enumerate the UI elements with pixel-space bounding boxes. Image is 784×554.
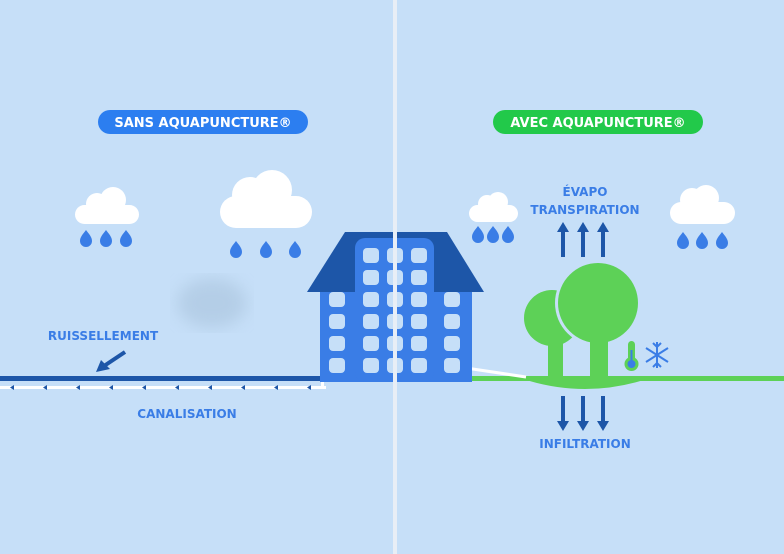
flow-arrow-icon (43, 385, 47, 390)
cloud-icon (469, 192, 518, 222)
divider (393, 0, 397, 554)
window (329, 314, 345, 329)
snowflake-icon (645, 342, 669, 368)
window (329, 292, 345, 307)
cloud-icon (670, 185, 735, 224)
flow-arrow-icon (142, 385, 146, 390)
window (444, 314, 460, 329)
infiltration-label: INFILTRATION (539, 437, 631, 451)
window (444, 358, 460, 373)
flow-arrow-icon (274, 385, 278, 390)
tree-icon (524, 260, 641, 380)
evapo-label-line1: ÉVAPO (563, 184, 608, 199)
green-ground (470, 376, 784, 389)
window (363, 270, 379, 285)
window (411, 336, 427, 351)
flow-arrow-icon (175, 385, 179, 390)
badge-label: AVEC AQUAPUNCTURE® (510, 116, 685, 131)
window (411, 314, 427, 329)
raindrop-icon (80, 230, 132, 247)
sans-aquapuncture-badge: SANS AQUAPUNCTURE® (98, 110, 308, 134)
ground-line (0, 376, 326, 381)
window (363, 358, 379, 373)
flow-arrow-icon (241, 385, 245, 390)
window (329, 358, 345, 373)
flow-arrow-icon (307, 385, 311, 390)
thermometer-icon (624, 341, 639, 371)
cloud-icon (220, 170, 312, 228)
infiltration-arrows (557, 396, 609, 431)
blur-smudge (177, 278, 247, 328)
evapotranspiration-arrows (557, 222, 609, 257)
window (411, 292, 427, 307)
flow-arrow-icon (10, 385, 14, 390)
flow-arrow-icon (76, 385, 80, 390)
window (411, 358, 427, 373)
window (411, 248, 427, 263)
runoff-label: RUISSELLEMENT (48, 329, 159, 343)
flow-arrow-icon (208, 385, 212, 390)
sewer-label: CANALISATION (137, 407, 236, 421)
evapo-label-line2: TRANSPIRATION (530, 203, 639, 217)
window (363, 336, 379, 351)
window (444, 336, 460, 351)
window (363, 248, 379, 263)
window (411, 270, 427, 285)
raindrop-icon (677, 232, 728, 249)
cloud-icon (75, 187, 139, 224)
window (363, 314, 379, 329)
raindrop-icon (472, 226, 514, 243)
runoff-arrow-icon (96, 350, 127, 372)
avec-aquapuncture-badge: AVEC AQUAPUNCTURE® (493, 110, 703, 134)
badge-label: SANS AQUAPUNCTURE® (114, 116, 291, 131)
window (363, 292, 379, 307)
flow-arrow-icon (109, 385, 113, 390)
window (444, 292, 460, 307)
window (329, 336, 345, 351)
